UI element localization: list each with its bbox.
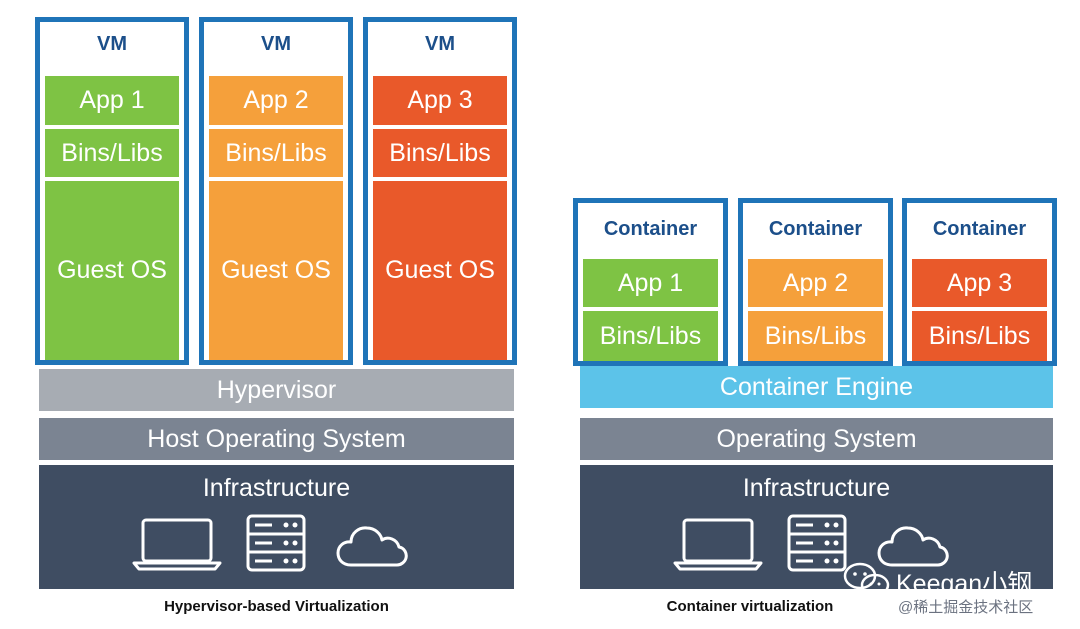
vm-guest-os-block: Guest OS: [373, 181, 507, 360]
vm-title: VM: [261, 32, 291, 55]
operating-system-layer: Operating System: [580, 418, 1053, 460]
vm-title: VM: [97, 32, 127, 55]
server-icon: [787, 514, 847, 572]
vm-guest-os-block: Guest OS: [209, 181, 343, 360]
container-frame-3: Container App 3 Bins/Libs: [902, 198, 1057, 366]
host-os-layer: Host Operating System: [39, 418, 514, 460]
vm-guest-os-block: Guest OS: [45, 181, 179, 360]
container-bins-libs-block: Bins/Libs: [583, 311, 718, 361]
container-frame-1: Container App 1 Bins/Libs: [573, 198, 728, 366]
container-bins-libs-block: Bins/Libs: [748, 311, 883, 361]
laptop-icon: [132, 518, 222, 571]
vm-app-block: App 3: [373, 76, 507, 125]
server-icon: [246, 514, 306, 572]
vm-frame-3: VM App 3 Bins/Libs Guest OS: [363, 17, 517, 365]
infrastructure-layer: Infrastructure: [580, 465, 1053, 589]
container-app-block: App 2: [748, 259, 883, 307]
container-engine-layer: Container Engine: [580, 366, 1053, 408]
container-title: Container: [603, 217, 698, 240]
infrastructure-label: Infrastructure: [742, 474, 891, 502]
container-bins-libs-block: Bins/Libs: [912, 311, 1047, 361]
container-caption: Container virtualization: [666, 598, 834, 615]
cloud-icon: [877, 526, 949, 567]
vm-bins-libs-block: Bins/Libs: [373, 129, 507, 177]
container-title: Container: [932, 217, 1027, 240]
cloud-icon: [336, 526, 408, 567]
hypervisor-diagram: VM App 1 Bins/Libs Guest OS VM App 2 Bin…: [35, 17, 517, 615]
laptop-icon: [673, 518, 763, 571]
hypervisor-caption: Hypervisor-based Virtualization: [164, 598, 389, 615]
wechat-icon: [843, 562, 890, 597]
container-app-block: App 3: [912, 259, 1047, 307]
vm-app-block: App 1: [45, 76, 179, 125]
vm-bins-libs-block: Bins/Libs: [45, 129, 179, 177]
vm-app-block: App 2: [209, 76, 343, 125]
infrastructure-label: Infrastructure: [202, 474, 351, 502]
container-app-block: App 1: [583, 259, 718, 307]
vm-frame-2: VM App 2 Bins/Libs Guest OS: [199, 17, 353, 365]
vm-frame-1: VM App 1 Bins/Libs Guest OS: [35, 17, 189, 365]
watermark-name: Keegan小钢: [896, 570, 1033, 598]
hypervisor-layer: Hypervisor: [39, 369, 514, 411]
vm-bins-libs-block: Bins/Libs: [209, 129, 343, 177]
container-diagram: Container App 1 Bins/Libs Container App …: [540, 0, 1080, 629]
vm-title: VM: [425, 32, 455, 55]
container-title: Container: [768, 217, 863, 240]
watermark-community: @稀土掘金技术社区: [898, 599, 1034, 616]
watermark: Keegan小钢 @稀土掘金技术社区: [838, 560, 1074, 620]
infrastructure-layer: Infrastructure: [39, 465, 514, 589]
container-frame-2: Container App 2 Bins/Libs: [738, 198, 893, 366]
